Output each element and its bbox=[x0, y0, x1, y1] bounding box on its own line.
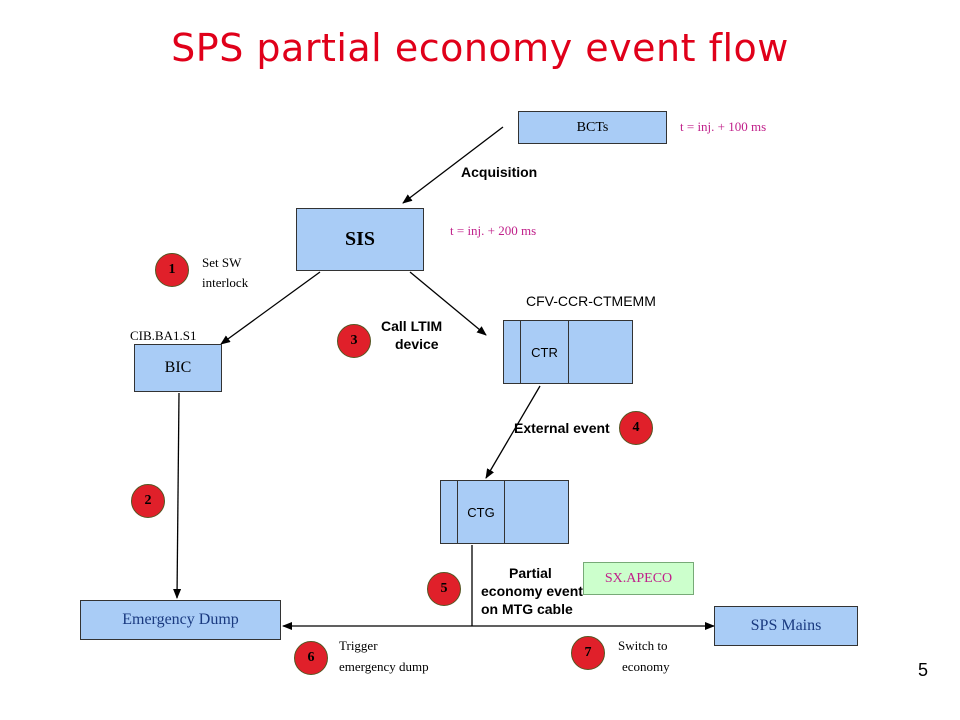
node-ctr: CTR bbox=[503, 320, 633, 384]
node-sis: SIS bbox=[296, 208, 424, 271]
step-marker-6: 6 bbox=[294, 641, 328, 675]
node-bic: BIC bbox=[134, 344, 222, 392]
sis-timing: t = inj. + 200 ms bbox=[450, 223, 537, 238]
partial-line3: on MTG cable bbox=[481, 601, 573, 617]
switch-line1: Switch to bbox=[618, 638, 668, 653]
external-event-label: External event bbox=[514, 420, 610, 436]
acquisition-label: Acquisition bbox=[461, 164, 538, 180]
slide-title: SPS partial economy event flow bbox=[171, 26, 789, 70]
call-ltim-line2: device bbox=[395, 336, 439, 352]
step-marker-3: 3 bbox=[337, 324, 371, 358]
node-sx-apeco-label: SX.APECO bbox=[604, 570, 673, 586]
node-bcts: BCTs bbox=[518, 111, 667, 144]
step-marker-7: 7 bbox=[571, 636, 605, 670]
step-marker-1: 1 bbox=[155, 253, 189, 287]
node-sps-mains-label: SPS Mains bbox=[750, 617, 822, 634]
node-emergency-dump-label: Emergency Dump bbox=[122, 611, 239, 628]
node-bic-label: BIC bbox=[164, 359, 192, 376]
node-bcts-label: BCTs bbox=[576, 119, 609, 135]
arrow-sis-ctr bbox=[409, 271, 487, 336]
step-marker-5: 5 bbox=[427, 572, 461, 606]
step-marker-4: 4 bbox=[619, 411, 653, 445]
partial-line2: economy event bbox=[481, 583, 583, 599]
set-sw-line2: interlock bbox=[202, 275, 249, 290]
node-sis-label: SIS bbox=[344, 228, 376, 250]
cib-label: CIB.BA1.S1 bbox=[130, 328, 197, 343]
node-emergency-dump: Emergency Dump bbox=[80, 600, 281, 640]
node-ctg: CTG bbox=[440, 480, 569, 544]
arrow-sis-bic bbox=[220, 271, 321, 345]
node-sps-mains: SPS Mains bbox=[714, 606, 858, 646]
cfv-label: CFV-CCR-CTMEMM bbox=[526, 293, 656, 309]
node-ctr-label: CTR bbox=[531, 344, 558, 360]
set-sw-line1: Set SW bbox=[202, 255, 242, 270]
bcts-timing: t = inj. + 100 ms bbox=[680, 119, 767, 134]
node-ctg-label: CTG bbox=[467, 504, 495, 520]
step-marker-2: 2 bbox=[131, 484, 165, 518]
arrow-ctr-ctg bbox=[485, 385, 541, 479]
trigger-line1: Trigger bbox=[339, 638, 378, 653]
call-ltim-line1: Call LTIM bbox=[381, 318, 443, 334]
trigger-line2: emergency dump bbox=[339, 659, 429, 674]
page-number: 5 bbox=[917, 660, 928, 680]
node-sx-apeco: SX.APECO bbox=[583, 562, 694, 595]
partial-line1: Partial bbox=[509, 565, 552, 581]
switch-line2: economy bbox=[622, 659, 670, 674]
arrow-bic-dump bbox=[173, 392, 182, 599]
arrow-acquisition bbox=[402, 126, 504, 204]
